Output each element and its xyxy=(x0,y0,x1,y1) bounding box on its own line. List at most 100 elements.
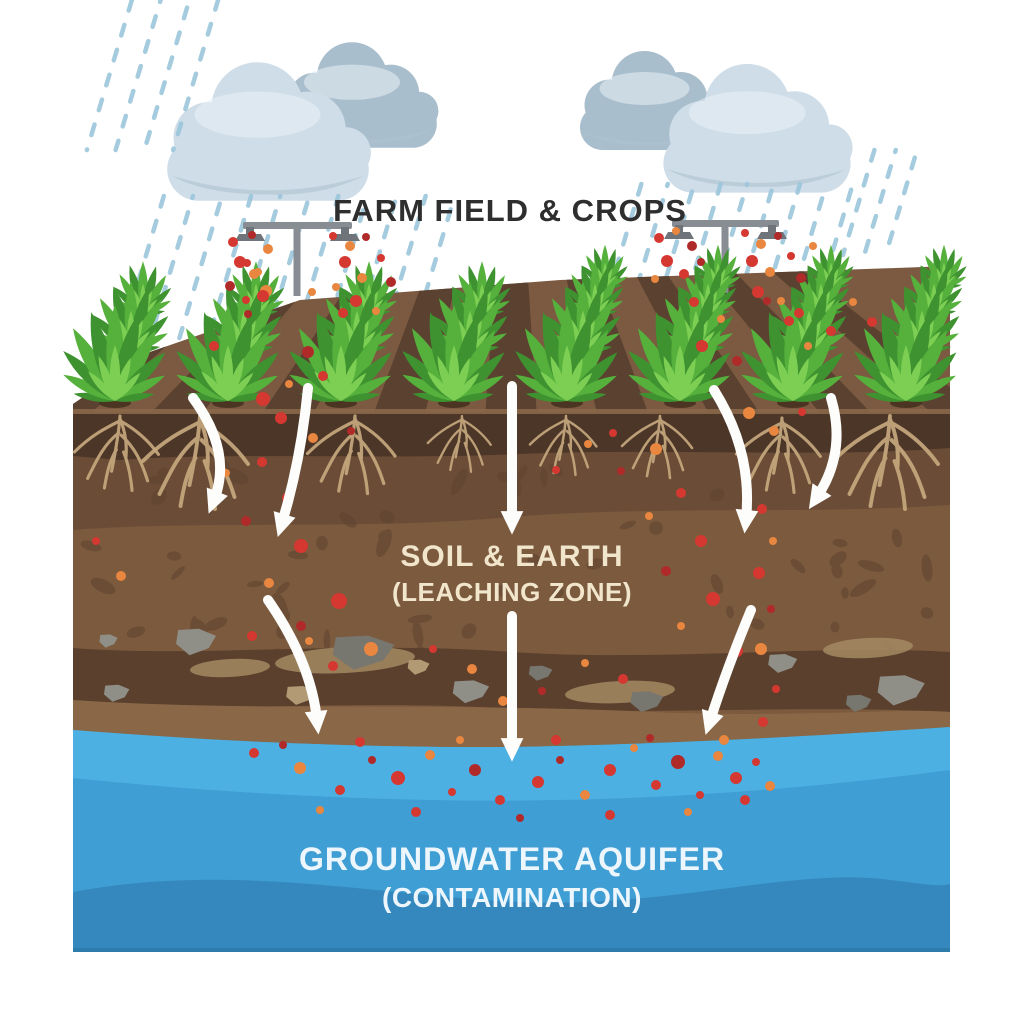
sediment-lens xyxy=(823,637,913,659)
pesticide-dot xyxy=(696,340,708,352)
pesticide-dot xyxy=(234,256,246,268)
buried-stone xyxy=(104,684,130,702)
pesticide-dot xyxy=(552,466,560,474)
pesticide-dot xyxy=(730,772,742,784)
pesticide-dot xyxy=(684,808,692,816)
leaching-arrow xyxy=(263,595,328,735)
pesticide-dot xyxy=(228,237,238,247)
pesticide-dot xyxy=(332,283,340,291)
pesticide-dot xyxy=(551,735,561,745)
pesticide-dot xyxy=(296,621,306,631)
leaching-arrow xyxy=(188,393,228,514)
pesticide-dot xyxy=(695,535,707,547)
pesticide-dot xyxy=(425,750,435,760)
pesticide-dot xyxy=(787,252,795,260)
pesticide-dot xyxy=(809,242,817,250)
pesticide-dot xyxy=(285,380,293,388)
pesticide-dot xyxy=(377,254,385,262)
contaminant-group-soil xyxy=(92,429,780,727)
pesticide-dot xyxy=(651,275,659,283)
pesticide-dot xyxy=(618,674,628,684)
pesticide-dot xyxy=(581,659,589,667)
pesticide-dot xyxy=(697,258,705,266)
pesticide-dot xyxy=(671,755,685,769)
pesticide-dot xyxy=(719,735,729,745)
pesticide-dot xyxy=(116,571,126,581)
buried-stone xyxy=(99,634,118,648)
pesticide-dot xyxy=(746,255,758,267)
pesticide-dot xyxy=(244,310,252,318)
leaching-arrows xyxy=(188,381,842,762)
pesticide-dot xyxy=(331,593,347,609)
pesticide-dot xyxy=(784,316,794,326)
pesticide-dot xyxy=(316,806,324,814)
pesticide-dot xyxy=(867,317,877,327)
pesticide-dot xyxy=(249,748,259,758)
pesticide-dot xyxy=(849,298,857,306)
pesticide-dot xyxy=(318,371,328,381)
pesticide-dot xyxy=(350,295,362,307)
pesticide-dot xyxy=(209,341,219,351)
pesticide-dot xyxy=(713,751,723,761)
pesticide-dot xyxy=(329,232,337,240)
pesticide-dot xyxy=(654,233,664,243)
pesticide-dot xyxy=(740,795,750,805)
pesticide-dot xyxy=(796,273,806,283)
pesticide-dot xyxy=(242,296,250,304)
label-soil-earth: SOIL & EARTH xyxy=(400,540,623,573)
pesticide-dot xyxy=(355,737,365,747)
pesticide-dot xyxy=(556,756,564,764)
leaching-arrow xyxy=(808,393,842,510)
irrigation-sprinkler xyxy=(235,222,360,296)
buried-stone xyxy=(407,659,430,675)
pesticide-dot xyxy=(275,412,287,424)
buried-stone xyxy=(528,665,553,681)
pesticide-dot xyxy=(248,231,256,239)
label-contamination: (CONTAMINATION) xyxy=(382,882,642,913)
pesticide-dot xyxy=(364,642,378,656)
rain-streaks xyxy=(84,0,221,153)
pesticide-dot xyxy=(757,504,767,514)
leaching-arrow xyxy=(701,605,756,735)
pesticide-dot xyxy=(763,297,771,305)
pesticide-dot xyxy=(804,342,812,350)
pesticide-dot xyxy=(777,297,785,305)
pesticide-dot xyxy=(357,273,367,283)
pesticide-dot xyxy=(294,762,306,774)
pesticide-dot xyxy=(752,286,764,298)
aquifer-deep-band xyxy=(73,877,950,952)
pesticide-dot xyxy=(338,308,348,318)
pesticide-dot xyxy=(469,764,481,776)
pesticide-dot xyxy=(741,229,749,237)
pesticide-dot xyxy=(391,771,405,785)
pesticide-dot xyxy=(584,440,592,448)
pesticide-dot xyxy=(696,791,704,799)
buried-stone xyxy=(452,680,490,704)
pesticide-dot xyxy=(279,741,287,749)
title-farm-field-crops: FARM FIELD & CROPS xyxy=(333,193,687,228)
pesticide-dot xyxy=(538,687,546,695)
pesticide-dot xyxy=(609,429,617,437)
pesticide-dot xyxy=(347,427,355,435)
pesticide-dot xyxy=(769,537,777,545)
pesticide-dot xyxy=(794,308,804,318)
pesticide-dot xyxy=(257,290,269,302)
pesticide-dot xyxy=(687,241,697,251)
leaching-arrow xyxy=(709,385,759,534)
pesticide-dot xyxy=(732,356,742,366)
pesticide-dot xyxy=(646,734,654,742)
pesticide-dot xyxy=(765,781,775,791)
pesticide-dot xyxy=(661,566,671,576)
pesticide-dot xyxy=(774,232,782,240)
pesticide-dot xyxy=(225,281,235,291)
pesticide-dot xyxy=(672,227,680,235)
pesticide-dot xyxy=(241,516,251,526)
pesticide-dot xyxy=(386,277,396,287)
pesticide-dot xyxy=(772,685,780,693)
buried-stone xyxy=(332,635,395,670)
pesticide-dot xyxy=(651,780,661,790)
pesticide-dot xyxy=(617,467,625,475)
pesticide-dot xyxy=(411,807,421,817)
pesticide-dot xyxy=(676,488,686,498)
